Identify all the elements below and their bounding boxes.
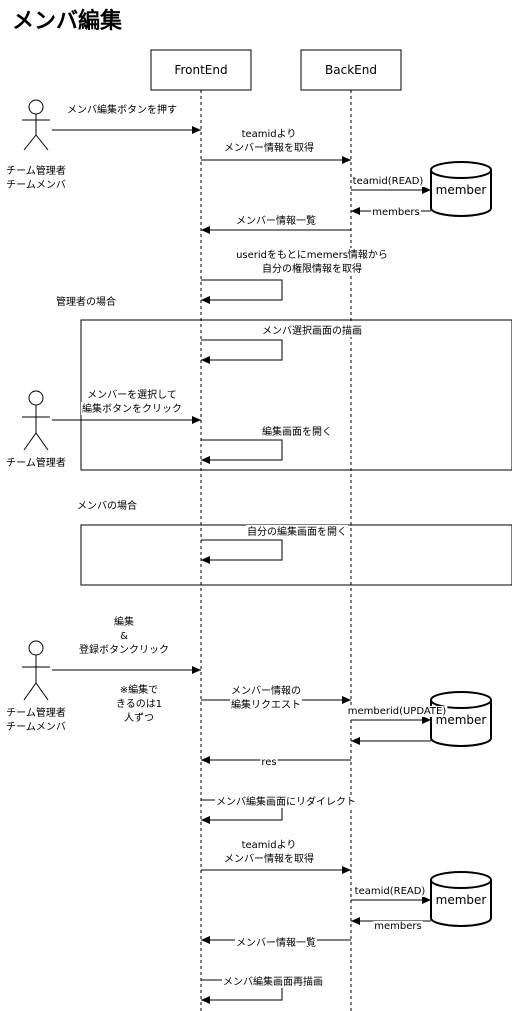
message-label: &	[120, 631, 128, 642]
label-background	[86, 388, 178, 401]
message-label: メンバ編集画面再描画	[223, 975, 323, 988]
actor-label: チーム管理者	[6, 456, 66, 469]
label-background	[235, 214, 317, 227]
label-background	[235, 936, 317, 949]
label-background	[260, 757, 278, 768]
message-label: メンバ選択画面の描画	[262, 324, 362, 337]
message-label: 自分の権限情報を取得	[262, 262, 362, 275]
label-background	[261, 324, 363, 337]
note-text: ※編集で	[120, 683, 158, 696]
label-background	[351, 176, 425, 187]
label-background	[371, 207, 421, 218]
actor-label: チームメンバ	[6, 721, 66, 733]
message-label: teamidより	[242, 839, 297, 851]
label-background	[113, 615, 135, 628]
label-background	[230, 684, 302, 697]
label-background	[246, 525, 348, 538]
section-label-member: メンバの場合	[77, 499, 137, 512]
message-label: memberid(UPDATE)	[348, 706, 447, 717]
database-icon	[430, 871, 492, 927]
database-label: member	[436, 183, 487, 197]
self-message-arrow	[201, 339, 283, 364]
label-background	[223, 852, 315, 865]
self-message-arrow	[201, 539, 283, 564]
message-label: useridをもとにmemers情報から	[236, 248, 388, 261]
message-label: メンバ編集ボタンを押す	[67, 103, 177, 116]
message-label: 編集画面を開く	[262, 425, 332, 438]
label-background	[114, 698, 164, 710]
participant-backend: BackEnd	[300, 49, 402, 91]
participant-frontend-label: FrontEnd	[174, 63, 227, 77]
label-background	[81, 402, 183, 415]
message-label: 編集	[114, 615, 134, 628]
label-background	[215, 795, 357, 808]
label-background	[223, 141, 315, 154]
actor-icon	[22, 390, 50, 451]
label-background	[55, 295, 117, 308]
label-background	[5, 721, 67, 733]
message-label: メンバー情報を取得	[224, 141, 314, 154]
message-label: members	[374, 921, 421, 932]
label-background	[373, 921, 423, 932]
label-background	[235, 248, 389, 261]
label-background	[5, 179, 67, 191]
message-label: 登録ボタンクリック	[79, 643, 169, 656]
message-label: メンバ編集画面にリダイレクト	[216, 795, 356, 808]
section-label-admin: 管理者の場合	[56, 295, 116, 308]
message-label: メンバー情報を取得	[224, 852, 314, 865]
label-background	[346, 706, 448, 717]
label-background	[240, 839, 298, 851]
actor-icon	[22, 99, 50, 151]
participant-frontend: FrontEnd	[150, 49, 252, 91]
message-label: res	[261, 757, 276, 768]
label-background	[261, 262, 363, 275]
note-text: 人ずつ	[124, 712, 154, 724]
database-label: member	[436, 893, 487, 907]
message-label: メンバー情報の	[231, 684, 301, 697]
label-background	[78, 643, 170, 656]
label-background	[5, 456, 67, 469]
label-background	[119, 631, 130, 642]
database-icon	[430, 161, 492, 217]
label-background	[5, 706, 67, 719]
message-label: 編集ボタンをクリック	[82, 402, 182, 415]
label-background	[5, 164, 67, 177]
message-label: teamid(READ)	[355, 886, 426, 897]
database-label: member	[436, 713, 487, 727]
actor-icon	[22, 640, 50, 701]
message-label: メンバー情報一覧	[236, 214, 316, 227]
message-label: 編集リクエスト	[231, 698, 301, 711]
message-label: メンバーを選択して	[87, 388, 177, 401]
message-label: teamidより	[242, 128, 297, 140]
label-background	[66, 103, 178, 116]
label-background	[353, 886, 427, 897]
label-background	[76, 499, 138, 512]
participant-backend-label: BackEnd	[325, 63, 377, 77]
label-background	[222, 975, 324, 988]
actor-label: チーム管理者	[6, 164, 66, 177]
label-background	[230, 698, 302, 711]
label-background	[240, 128, 298, 140]
message-label: 自分の編集画面を開く	[247, 525, 347, 538]
self-message-arrow	[201, 279, 283, 304]
note-text: きるのは1	[116, 698, 162, 710]
self-message-arrow	[201, 439, 283, 464]
admin-frame	[80, 319, 512, 471]
label-background	[123, 712, 155, 724]
actor-label: チームメンバ	[6, 179, 66, 191]
message-label: members	[372, 207, 419, 218]
message-label: teamid(READ)	[353, 176, 424, 187]
message-label: メンバー情報一覧	[236, 936, 316, 949]
label-background	[261, 425, 333, 438]
actor-label: チーム管理者	[6, 706, 66, 719]
label-background	[118, 683, 160, 696]
page-title: メンバ編集	[12, 8, 123, 34]
